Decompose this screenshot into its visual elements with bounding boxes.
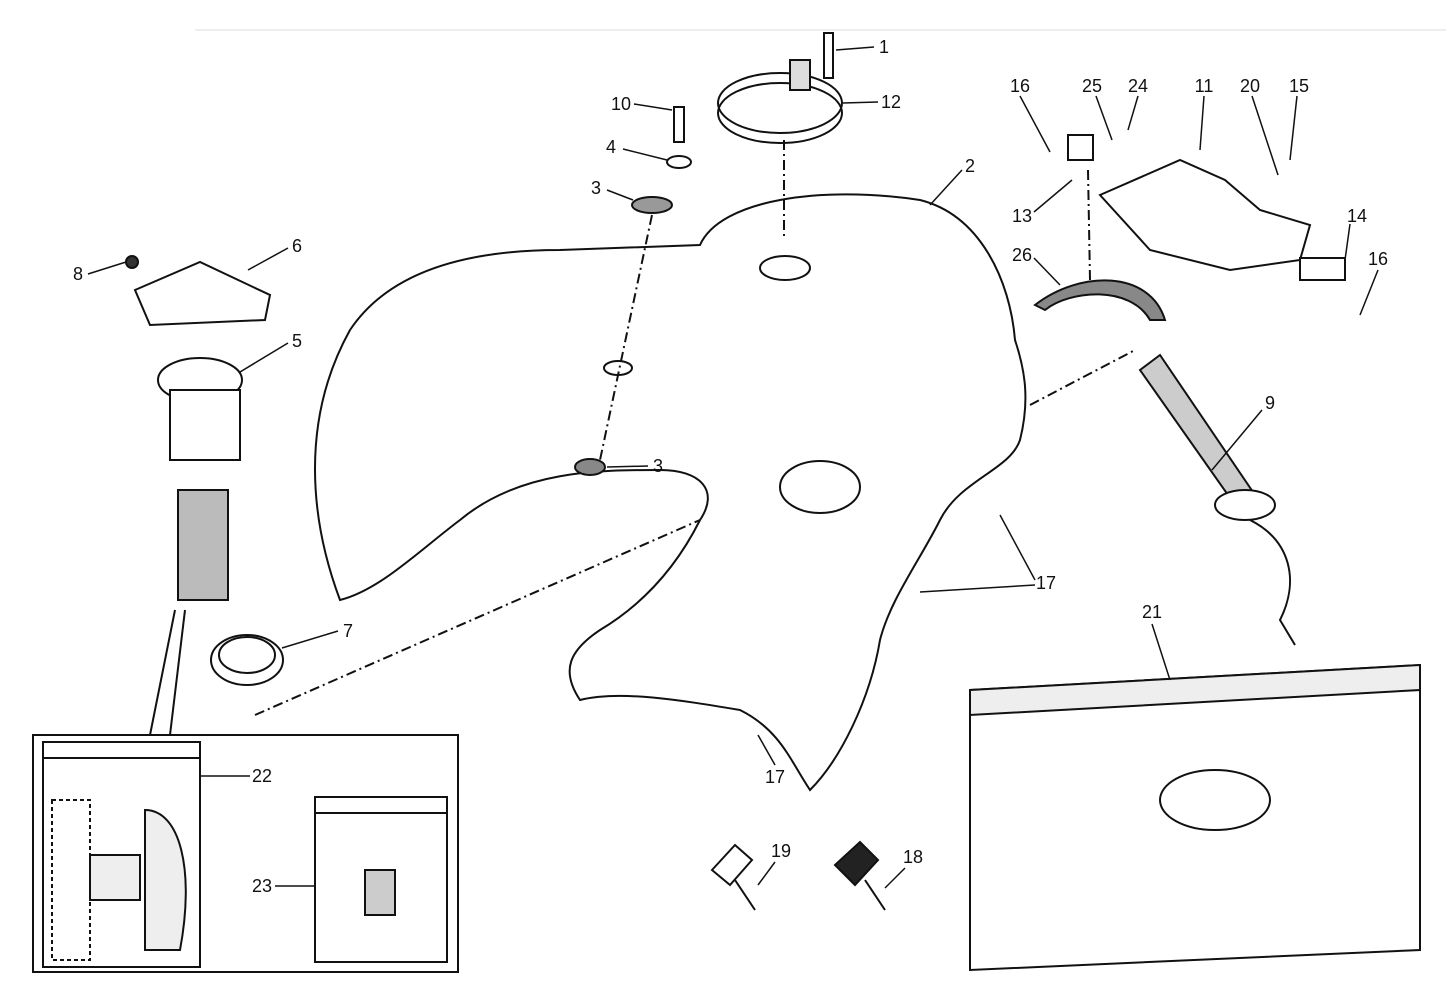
fuel-tank bbox=[314, 193, 1027, 792]
callout-22: 22 bbox=[251, 766, 273, 786]
callout-23: 23 bbox=[251, 876, 273, 896]
callout-14: 14 bbox=[1346, 206, 1368, 226]
callout-25: 25 bbox=[1081, 76, 1103, 96]
callout-21: 21 bbox=[1141, 602, 1163, 622]
callout-5: 5 bbox=[291, 331, 303, 351]
callout-10: 10 bbox=[610, 94, 632, 114]
callout-18: 18 bbox=[902, 847, 924, 867]
callout-16: 16 bbox=[1009, 76, 1031, 96]
bracket-assembly bbox=[1033, 134, 1346, 321]
callout-17: 17 bbox=[1035, 573, 1057, 593]
callout-17: 17 bbox=[764, 767, 786, 787]
callout-19: 19 bbox=[770, 841, 792, 861]
callout-3: 3 bbox=[652, 456, 664, 476]
callout-8: 8 bbox=[72, 264, 84, 284]
filler-cap bbox=[717, 59, 843, 144]
callout-7: 7 bbox=[342, 621, 354, 641]
callout-13: 13 bbox=[1011, 206, 1033, 226]
fuel-level-sensor bbox=[1138, 353, 1296, 646]
callout-4: 4 bbox=[605, 137, 617, 157]
callout-3: 3 bbox=[590, 178, 602, 198]
callout-12: 12 bbox=[880, 92, 902, 112]
callout-11: 11 bbox=[1194, 76, 1214, 96]
callout-20: 20 bbox=[1239, 76, 1261, 96]
fuel-pump bbox=[125, 255, 284, 686]
callout-6: 6 bbox=[291, 236, 303, 256]
callout-16: 16 bbox=[1367, 249, 1389, 269]
callout-1: 1 bbox=[878, 37, 890, 57]
callout-9: 9 bbox=[1264, 393, 1276, 413]
callout-26: 26 bbox=[1011, 245, 1033, 265]
callout-15: 15 bbox=[1288, 76, 1310, 96]
callout-2: 2 bbox=[964, 156, 976, 176]
callout-24: 24 bbox=[1127, 76, 1149, 96]
